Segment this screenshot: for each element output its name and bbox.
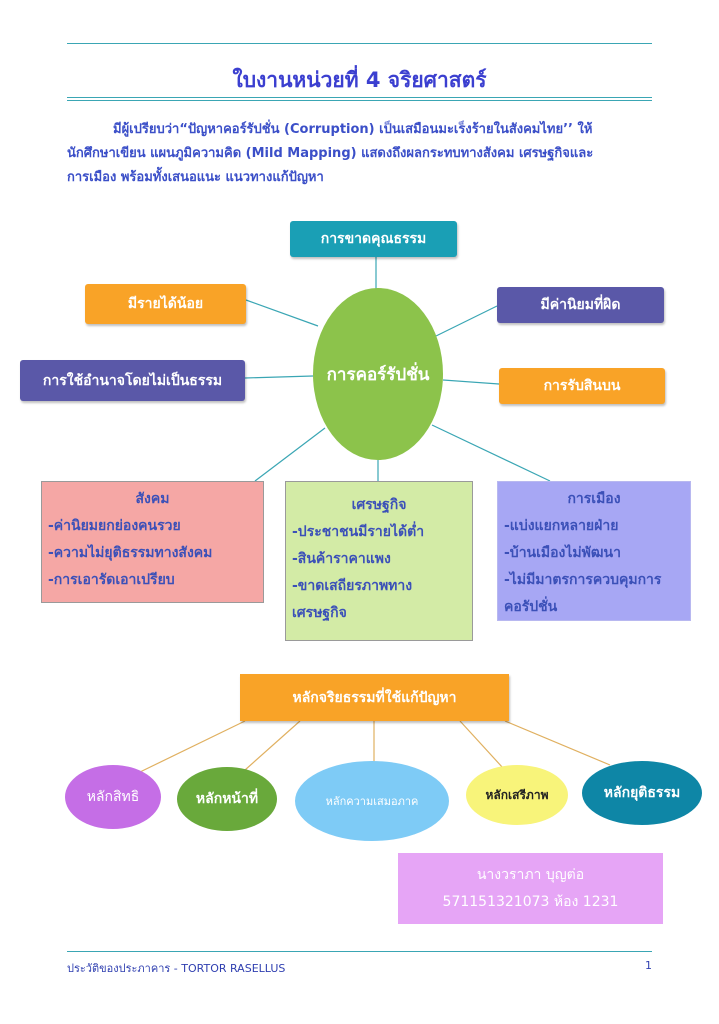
cause-abuse-of-power: การใช้อำนาจโดยไม่เป็นธรรม — [20, 360, 245, 401]
panel-item: -แบ่งแยกหลายฝ่าย — [504, 518, 619, 534]
principle-rights: หลักสิทธิ — [65, 765, 161, 829]
instruction-line: มีผู้เปรียบว่า“ปัญหาคอร์รัปชั่น (Corrupt… — [113, 122, 593, 137]
panel-item: คอรัปชั่น — [504, 599, 558, 615]
page-title: ใบงานหน่วยที่ 4 จริยศาสตร์ — [232, 68, 487, 92]
cause-low-income: มีรายได้น้อย — [85, 284, 246, 324]
effect-economy-panel: เศรษฐกิจ -ประชาชนมีรายได้ต่ำ -สินค้าราคา… — [285, 481, 473, 641]
effect-politics-panel: การเมือง -แบ่งแยกหลายฝ่าย -บ้านเมืองไม่พ… — [497, 481, 691, 621]
cause-wrong-values: มีค่านิยมที่ผิด — [497, 287, 664, 323]
title-rule-2 — [67, 100, 652, 101]
footer-rule — [67, 951, 652, 952]
panel-item: -สินค้าราคาแพง — [292, 551, 391, 567]
center-node-corruption: การคอร์รัปชั่น — [313, 288, 443, 460]
author-box: นางวราภา บุญต่อ 571151321073 ห้อง 1231 — [398, 853, 663, 924]
author-id-room: 571151321073 ห้อง 1231 — [442, 893, 619, 910]
panel-item: -ไม่มีมาตรการควบคุมการ — [504, 572, 662, 588]
principles-heading: หลักจริยธรรมที่ใช้แก้ปัญหา — [240, 674, 509, 721]
panel-item: -ขาดเสถียรภาพทาง — [292, 578, 413, 594]
instructions: มีผู้เปรียบว่า“ปัญหาคอร์รัปชั่น (Corrupt… — [67, 118, 667, 190]
principle-duty: หลักหน้าที่ — [177, 767, 277, 831]
instruction-line: นักศึกษาเขียน แผนภูมิความคิด (Mild Mappi… — [67, 146, 594, 161]
title-rule-1 — [67, 97, 652, 98]
panel-item: -บ้านเมืองไม่พัฒนา — [504, 545, 621, 561]
effect-society-panel: สังคม -ค่านิยมยกย่องคนรวย -ความไม่ยุติธร… — [41, 481, 264, 603]
author-name: นางวราภา บุญต่อ — [476, 866, 585, 883]
panel-item: -ค่านิยมยกย่องคนรวย — [48, 518, 181, 534]
page-number: 1 — [645, 959, 652, 972]
panel-item: -ประชาชนมีรายได้ต่ำ — [292, 524, 425, 540]
panel-heading: สังคม — [135, 491, 170, 507]
principle-freedom: หลักเสรีภาพ — [466, 765, 568, 825]
cause-bribery: การรับสินบน — [499, 368, 665, 404]
instruction-line: การเมือง พร้อมทั้งเสนอแนะ แนวทางแก้ปัญหา — [67, 170, 324, 185]
principle-equality: หลักความเสมอภาค — [295, 761, 449, 841]
cause-lack-of-morals: การขาดคุณธรรม — [290, 221, 457, 257]
footer: ประวัติของประภาคาร - TORTOR RASELLUS 1 — [67, 959, 652, 977]
panel-item: -การเอารัดเอาเปรียบ — [48, 572, 175, 588]
principle-justice: หลักยุติธรรม — [582, 761, 702, 825]
top-rule — [67, 43, 652, 44]
panel-heading: เศรษฐกิจ — [351, 497, 407, 513]
footer-text: ประวัติของประภาคาร - TORTOR RASELLUS — [67, 962, 286, 975]
panel-item: เศรษฐกิจ — [292, 605, 347, 621]
panel-heading: การเมือง — [567, 491, 621, 507]
panel-item: -ความไม่ยุติธรรมทางสังคม — [48, 545, 213, 561]
